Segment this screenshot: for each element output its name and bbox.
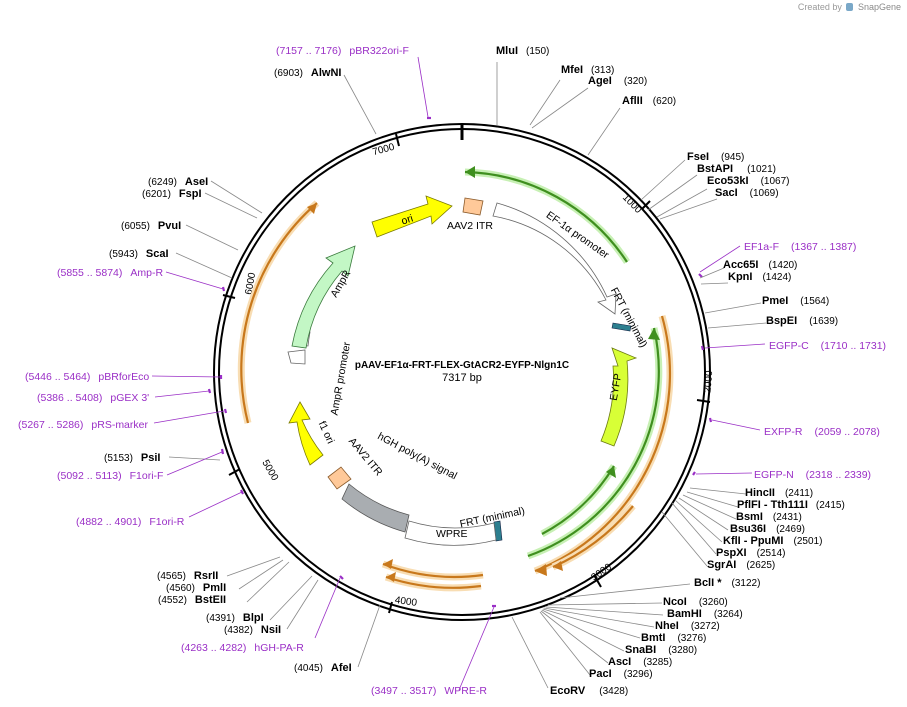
primer-egfp-n: EGFP-N(2318 .. 2339) bbox=[754, 469, 871, 481]
primer-amp-r: (5855 .. 5874)Amp-R bbox=[57, 267, 163, 279]
plasmid-size: 7317 bp bbox=[442, 372, 482, 384]
primer-pbr322ori-f: (7157 .. 7176)pBR322ori-F bbox=[276, 45, 409, 57]
feature-ori bbox=[371, 195, 453, 238]
primer-f1ori-r: (4882 .. 4901)F1ori-R bbox=[76, 516, 185, 528]
site-pmli: (4560)PmlI bbox=[166, 582, 226, 594]
site-psii: (5153)PsiI bbox=[104, 452, 160, 464]
site-snabi: SnaBI(3280) bbox=[625, 644, 697, 656]
site-sgrai: SgrAI(2625) bbox=[707, 559, 775, 571]
tick-2000: 2000 bbox=[702, 370, 715, 394]
site-alwni: (6903)AlwNI bbox=[274, 67, 341, 79]
primer-pgex-3: (5386 .. 5408)pGEX 3' bbox=[37, 392, 149, 404]
site-paci: PacI(3296) bbox=[589, 668, 653, 680]
restriction-sites: MluI(150) MfeI(313) AgeI(320) AflII(620)… bbox=[104, 45, 845, 697]
site-pflfi: PflFI - Tth111I(2415) bbox=[737, 499, 845, 511]
feature-aav2-itr-bottom bbox=[327, 466, 352, 490]
site-saci: SacI(1069) bbox=[715, 187, 779, 199]
credit-prefix: Created by bbox=[797, 2, 842, 12]
site-blpi: (4391)BlpI bbox=[206, 612, 264, 624]
site-ecorv: EcoRV(3428) bbox=[550, 685, 628, 697]
primer-hgh-pa-r: (4263 .. 4282)hGH-PA-R bbox=[181, 642, 304, 654]
primer-egfp-c: EGFP-C(1710 .. 1731) bbox=[769, 340, 886, 352]
site-bsteii: (4552)BstEII bbox=[158, 594, 226, 606]
feature-eyfp-label: EYFP bbox=[608, 373, 625, 402]
site-bcli: BclI *(3122) bbox=[694, 577, 760, 589]
site-aflii: AflII(620) bbox=[622, 95, 676, 107]
primer-wpre-r: (3497 .. 3517)WPRE-R bbox=[371, 685, 487, 697]
site-pspxi: PspXI(2514) bbox=[716, 547, 785, 559]
feature-ampr-promoter-label: AmpR promoter bbox=[328, 341, 353, 417]
primer-exfp-r: EXFP-R(2059 .. 2078) bbox=[764, 426, 880, 438]
feature-ori-label: ori bbox=[400, 212, 415, 227]
primer-f1ori-f: (5092 .. 5113)F1ori-F bbox=[57, 470, 163, 482]
site-bsu36i: Bsu36I(2469) bbox=[730, 523, 805, 535]
feature-aav2-itr-top-label: AAV2 ITR bbox=[447, 220, 493, 232]
feature-eyfp bbox=[600, 347, 638, 447]
feature-frt-right-label: FRT (minimal) bbox=[608, 286, 650, 350]
site-pmei: PmeI(1564) bbox=[762, 295, 829, 307]
feature-frt-right bbox=[611, 322, 632, 332]
site-acc65i: Acc65I(1420) bbox=[723, 259, 797, 271]
tick-4000: 4000 bbox=[394, 595, 418, 609]
primers: (7157 .. 7176)pBR322ori-F EF1a-F(1367 ..… bbox=[18, 45, 886, 697]
site-eco53ki: Eco53kI(1067) bbox=[707, 175, 790, 187]
site-nhei: NheI(3272) bbox=[655, 620, 720, 632]
site-rsrii: (4565)RsrII bbox=[157, 570, 218, 582]
site-mfei: MfeI(313) bbox=[561, 64, 614, 76]
site-asci: AscI(3285) bbox=[608, 656, 672, 668]
site-agei: AgeI(320) bbox=[588, 75, 647, 87]
site-bstapi: BstAPI(1021) bbox=[697, 163, 776, 175]
plasmid-title: pAAV-EF1α-FRT-FLEX-GtACR2-EYFP-Nlgn1C 73… bbox=[355, 360, 569, 384]
site-bmti: BmtI(3276) bbox=[641, 632, 706, 644]
plasmid-name: pAAV-EF1α-FRT-FLEX-GtACR2-EYFP-Nlgn1C bbox=[355, 360, 569, 371]
site-afei: (4045)AfeI bbox=[294, 662, 352, 674]
feature-ampr bbox=[291, 245, 356, 349]
tick-1000: 1000 bbox=[620, 192, 644, 216]
site-pvui: (6055)PvuI bbox=[121, 220, 181, 232]
backbone bbox=[213, 123, 711, 621]
primer-leader-lines bbox=[151, 56, 766, 691]
feature-wpre bbox=[404, 520, 497, 546]
feature-f1-ori bbox=[288, 401, 324, 466]
site-asei: (6249)AseI bbox=[148, 176, 208, 188]
snapgene-logo-icon bbox=[846, 3, 854, 11]
primer-marks bbox=[207, 116, 713, 608]
primer-prs-marker: (5267 .. 5286)pRS-marker bbox=[18, 419, 148, 431]
site-fspi: (6201)FspI bbox=[142, 188, 202, 200]
site-hincii: HincII(2411) bbox=[745, 487, 813, 499]
feature-aav2-itr-top bbox=[462, 197, 484, 216]
site-kfli: KflI - PpuMI(2501) bbox=[723, 535, 822, 547]
tick-5000: 5000 bbox=[259, 458, 280, 483]
feature-f1-ori-label: f1 ori bbox=[316, 419, 337, 445]
feature-hgh-polya bbox=[341, 483, 410, 533]
leader-lines bbox=[168, 62, 767, 689]
feature-ef1a-promoter bbox=[492, 202, 617, 315]
site-bspei: BspEI(1639) bbox=[766, 315, 838, 327]
snapgene-credit: Created by SnapGene bbox=[798, 2, 901, 12]
site-ncoi: NcoI(3260) bbox=[663, 596, 728, 608]
primer-ef1a-f: EF1a-F(1367 .. 1387) bbox=[744, 241, 856, 253]
site-mlui: MluI(150) bbox=[496, 45, 549, 57]
primer-pbrforeco: (5446 .. 5464)pBRforEco bbox=[25, 371, 149, 383]
feature-wpre-label: WPRE bbox=[436, 528, 468, 540]
site-nsii: (4382)NsiI bbox=[224, 624, 281, 636]
site-fsei: FseI(945) bbox=[687, 151, 744, 163]
site-scai: (5943)ScaI bbox=[109, 248, 169, 260]
orf-arcs bbox=[237, 166, 674, 592]
site-bsmi: BsmI(2431) bbox=[736, 511, 802, 523]
feature-hgh-polya-label: hGH poly(A) signal bbox=[375, 430, 458, 482]
credit-brand: SnapGene bbox=[857, 2, 901, 12]
site-bamhi: BamHI(3264) bbox=[667, 608, 743, 620]
site-kpni: KpnI(1424) bbox=[728, 271, 791, 283]
